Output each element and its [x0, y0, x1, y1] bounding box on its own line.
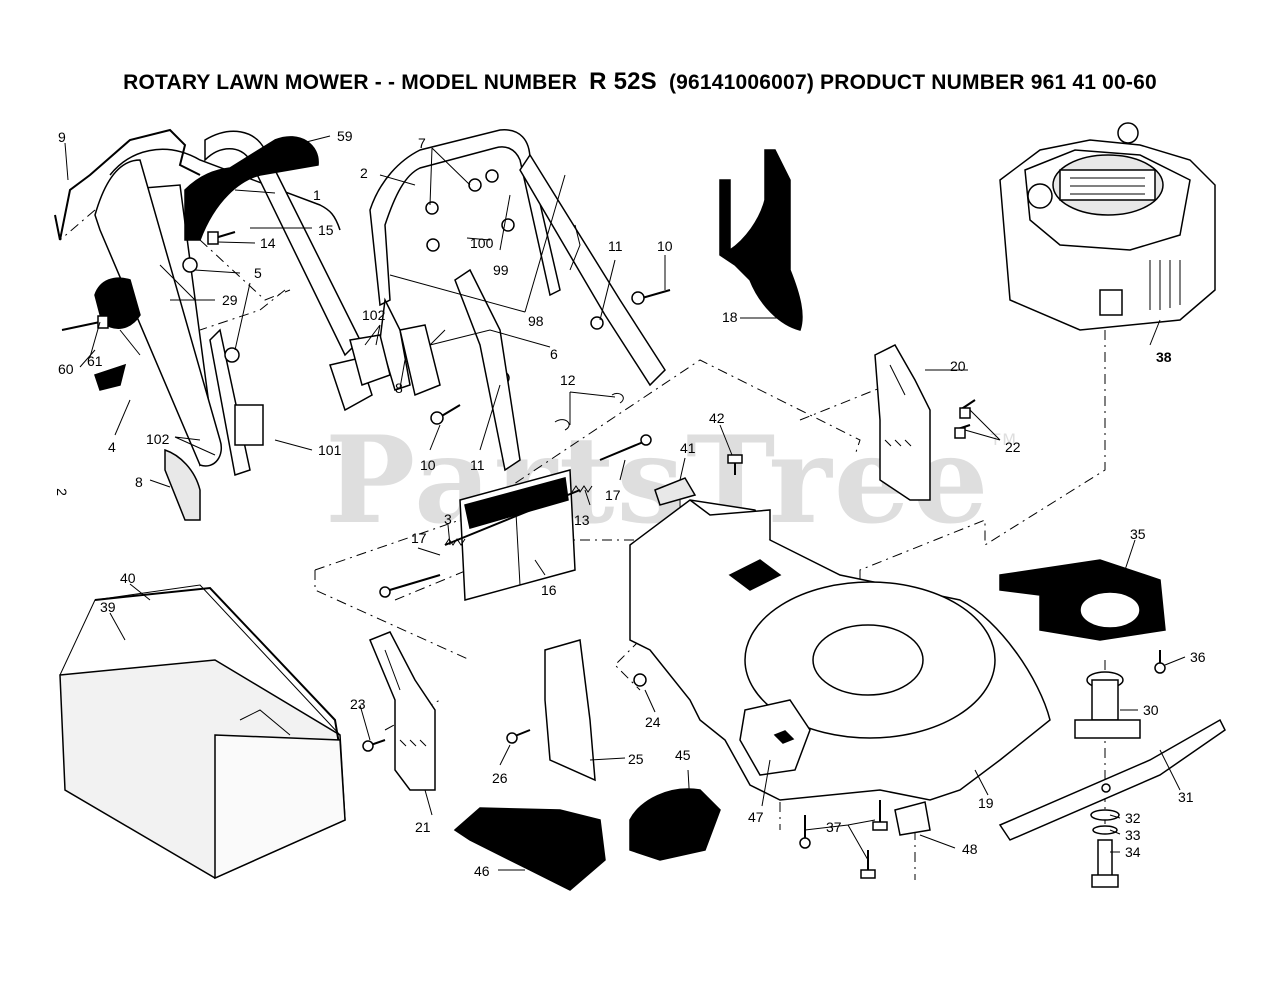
title-prefix: ROTARY LAWN MOWER - - MODEL NUMBER: [123, 71, 578, 94]
rear-flap: [444, 469, 581, 601]
callout-9: 9: [58, 129, 66, 145]
callout-3: 3: [444, 511, 452, 527]
lower-handle: [369, 129, 666, 472]
springs: [444, 392, 624, 546]
callout-2: 2: [360, 165, 368, 181]
callout-41: 41: [680, 440, 696, 456]
callout-8-left: 8: [135, 474, 143, 490]
callout-19: 19: [978, 795, 994, 811]
callout-10-upper: 10: [657, 238, 673, 254]
title-suffix: (96141006007) PRODUCT NUMBER 961 41 00-6…: [668, 71, 1157, 94]
callout-39: 39: [100, 599, 116, 615]
callout-10-lower: 10: [420, 457, 436, 473]
handle-bolts: [61, 231, 671, 752]
leader-lines: [64, 135, 1186, 871]
callout-29: 29: [222, 292, 238, 308]
callout-22: 22: [1005, 439, 1021, 455]
mower-deck: [629, 499, 1051, 801]
callout-59: 59: [337, 128, 353, 144]
callout-18: 18: [722, 309, 738, 325]
callout-21: 21: [415, 819, 431, 835]
blade-bolt-washers: [1090, 809, 1120, 888]
callout-47: 47: [748, 809, 764, 825]
grass-catcher: [59, 584, 346, 880]
callout-11-upper: 11: [608, 238, 623, 254]
lower-handle-left: [209, 328, 264, 476]
deflector-plate: [654, 477, 697, 506]
callout-labels: 9 1 59 15 14 5 29 60 61 4 102 8 101 2 7 …: [58, 128, 1206, 879]
wheel-brackets: [727, 399, 1166, 879]
callout-12: 12: [560, 372, 576, 388]
callout-13: 13: [574, 512, 590, 528]
callout-99: 99: [493, 262, 509, 278]
callout-8-center: 8: [395, 380, 403, 396]
callout-16: 16: [541, 582, 557, 598]
callout-1: 1: [313, 187, 321, 203]
height-adjust-bracket-right: [874, 344, 931, 501]
callout-37: 37: [826, 819, 842, 835]
height-adjust-bracket-left: [369, 631, 436, 791]
callout-102-left: 102: [146, 431, 170, 447]
callout-61: 61: [87, 353, 103, 369]
callout-60: 60: [58, 361, 74, 377]
callout-34: 34: [1125, 844, 1141, 860]
foam-grip: [184, 136, 319, 241]
cable-lever: [164, 448, 201, 521]
callout-7: 7: [418, 135, 426, 151]
callout-48: 48: [962, 841, 978, 857]
callout-98: 98: [528, 313, 544, 329]
callout-101: 101: [318, 442, 342, 458]
callout-25: 25: [628, 751, 644, 767]
model-number: R 52S: [589, 68, 657, 95]
callout-35: 35: [1130, 526, 1146, 542]
callout-4: 4: [108, 439, 116, 455]
mulch-plug-cover: [453, 807, 606, 891]
callout-30: 30: [1143, 702, 1159, 718]
callout-42: 42: [709, 410, 725, 426]
callout-33: 33: [1125, 827, 1141, 843]
callout-17-lower: 17: [411, 530, 427, 546]
blade-brake-disc: [999, 559, 1166, 641]
discharge-door: [544, 639, 596, 782]
callout-32: 32: [1125, 810, 1141, 826]
blade-adapter: [1074, 671, 1141, 739]
callout-15: 15: [318, 222, 334, 238]
control-bail-wire: [54, 128, 201, 241]
callout-40: 40: [120, 570, 136, 586]
mulch-plug: [629, 788, 721, 861]
page-title: ROTARY LAWN MOWER - - MODEL NUMBER R 52S…: [0, 68, 1280, 96]
callout-100: 100: [470, 235, 494, 251]
engine: [999, 122, 1216, 331]
callout-45: 45: [675, 747, 691, 763]
watermark-tm: TM: [990, 430, 1019, 449]
callout-14: 14: [260, 235, 276, 251]
callout-102-center: 102: [362, 307, 386, 323]
callout-5: 5: [254, 265, 262, 281]
callout-36: 36: [1190, 649, 1206, 665]
callout-23: 23: [350, 696, 366, 712]
handle-bracket-plate: [329, 324, 441, 412]
callout-17-upper: 17: [605, 487, 621, 503]
chute-deflector: [719, 149, 803, 331]
callout-46: 46: [474, 863, 490, 879]
callout-6: 6: [550, 346, 558, 362]
cable-guide: [429, 224, 581, 346]
knob: [94, 363, 127, 391]
callout-31: 31: [1178, 789, 1194, 805]
callout-24: 24: [645, 714, 661, 730]
callout-38: 38: [1156, 349, 1172, 365]
callout-20: 20: [950, 358, 966, 374]
cutting-blade: [998, 718, 1226, 841]
callout-26: 26: [492, 770, 508, 786]
callout-11-lower: 11: [470, 457, 485, 473]
